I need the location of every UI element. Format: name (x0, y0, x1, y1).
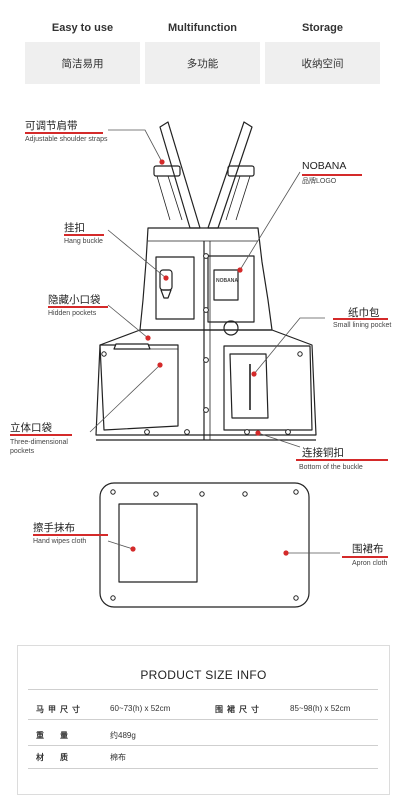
callout-bottom-label: 连接铜扣 (302, 447, 344, 459)
callout-straps-label: 可调节肩带 (25, 120, 78, 132)
info-value: 60~73(h) x 52cm (110, 704, 171, 713)
callout-lining-label: 纸巾包 (348, 307, 380, 319)
callout-buckle-label: 挂扣 (64, 222, 85, 234)
info-key: 围裙尺寸 (215, 705, 263, 714)
info-divider (28, 719, 378, 720)
info-key: 材 质 (36, 753, 72, 762)
info-title: PRODUCT SIZE INFO (140, 668, 267, 682)
logo-tag-text: NOBANA (216, 278, 238, 284)
callout-logo-label: NOBANA (302, 160, 347, 172)
info-divider (28, 689, 378, 690)
callout-apron-label: 围裙布 (352, 543, 384, 555)
info-key: 马甲尺寸 (36, 705, 84, 714)
callout-underline (342, 556, 388, 558)
strap-adjuster-left (153, 165, 181, 177)
callout-straps-sub: Adjustable shoulder straps (25, 136, 108, 143)
callout-apron-sub: Apron cloth (352, 560, 388, 567)
callout-underline (25, 132, 103, 134)
product-size-info: PRODUCT SIZE INFO 马甲尺寸 60~73(h) x 52cm 围… (17, 645, 390, 795)
callout-underline (64, 234, 104, 236)
callout-buckle-sub: Hang buckle (64, 238, 103, 245)
feature-box: 收纳空间 (265, 42, 380, 84)
callout-wipes-label: 擦手抹布 (33, 522, 75, 534)
feature-strip: Easy to use 简洁易用 Multifunction 多功能 Stora… (0, 0, 405, 95)
apron-cloth (99, 482, 310, 608)
info-divider (28, 745, 378, 746)
strap-adjuster-right (227, 165, 255, 177)
info-key: 重 量 (36, 731, 72, 740)
logo-tag (213, 269, 239, 301)
callout-3d-sub: Three-dimensional pockets (10, 439, 68, 455)
callout-hidden-label: 隐藏小口袋 (48, 294, 101, 306)
right-strap (207, 121, 253, 229)
callout-underline (302, 174, 362, 176)
callout-3d-label: 立体口袋 (10, 422, 52, 434)
chest-pocket (207, 255, 255, 323)
feature-multifunction: Multifunction 多功能 (145, 0, 260, 84)
feature-title: Multifunction (167, 22, 238, 34)
feature-title: Storage (302, 22, 343, 34)
callout-wipes-sub: Hand wipes cloth (33, 538, 87, 545)
feature-box: 简洁易用 (25, 42, 140, 84)
info-divider (28, 768, 378, 769)
callout-bottom-sub: Bottom of the buckle (299, 464, 363, 471)
callout-underline (333, 318, 388, 320)
3d-pocket (99, 344, 179, 431)
feature-easy-to-use: Easy to use 简洁易用 (25, 0, 140, 84)
callout-underline (48, 306, 108, 308)
callout-underline (10, 434, 72, 436)
callout-lining-sub: Small lining pocket (333, 322, 392, 329)
callout-hidden-sub: Hidden pockets (48, 310, 97, 317)
wipes-cloth (118, 503, 198, 583)
tissue-pouch (229, 353, 269, 419)
callout-logo-sub: 品牌LOGO (302, 178, 337, 185)
hang-buckle-pocket (155, 256, 195, 320)
vest-lower (95, 329, 317, 436)
feature-box: 多功能 (145, 42, 260, 84)
info-value: 85~98(h) x 52cm (290, 704, 351, 713)
callout-underline (296, 459, 388, 461)
callout-underline (33, 534, 108, 536)
lining-pocket (223, 345, 313, 431)
feature-title: Easy to use (51, 22, 114, 34)
apron-illustration (89, 121, 340, 608)
feature-storage: Storage 收纳空间 (265, 0, 380, 84)
d-ring (223, 320, 239, 336)
info-value: 约489g (110, 731, 136, 740)
info-value: 棉布 (110, 753, 126, 762)
